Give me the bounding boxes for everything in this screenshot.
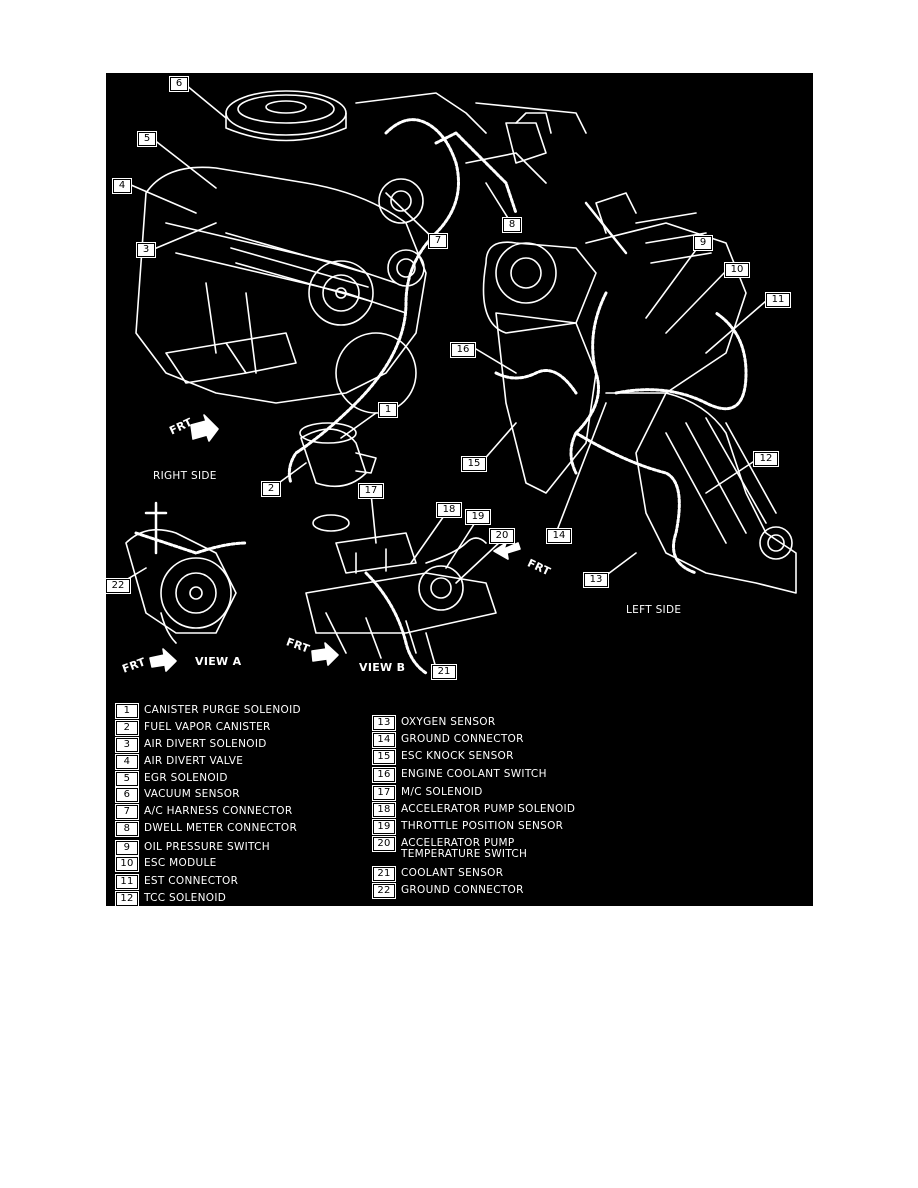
legend-number: 19 [372,819,396,835]
legend-number: 13 [372,715,396,731]
legend-number: 9 [115,840,139,856]
legend-text: DWELL METER CONNECTOR [144,822,298,834]
callout-12: 12 [753,451,779,467]
legend-text-line2: TEMPERATURE SWITCH [401,848,528,860]
callout-2: 2 [261,481,281,497]
legend-number: 16 [372,767,396,783]
legend-text: CANISTER PURGE SOLENOID [144,704,301,716]
callout-5: 5 [137,131,157,147]
legend-text: OXYGEN SENSOR [401,716,496,728]
legend-text: AIR DIVERT VALVE [144,755,244,767]
legend-text: AIR DIVERT SOLENOID [144,738,267,750]
callout-10: 10 [724,262,750,278]
legend-text: ENGINE COOLANT SWITCH [401,768,547,780]
legend-text: EGR SOLENOID [144,772,228,784]
callout-18: 18 [436,502,462,518]
legend-text: M/C SOLENOID [401,786,483,798]
callout-15: 15 [461,456,487,472]
legend-text: TCC SOLENOID [144,892,227,904]
legend-text: GROUND CONNECTOR [401,733,524,745]
legend-text: ESC KNOCK SENSOR [401,750,514,762]
view-a-label: VIEW A [195,655,242,668]
legend-number: 15 [372,749,396,765]
legend-text: EST CONNECTOR [144,875,239,887]
legend-text: GROUND CONNECTOR [401,884,524,896]
callout-4: 4 [112,178,132,194]
legend-number: 14 [372,732,396,748]
callout-3: 3 [136,242,156,258]
legend-text: FUEL VAPOR CANISTER [144,721,271,733]
callout-1: 1 [378,402,398,418]
legend-text: COOLANT SENSOR [401,867,504,879]
engine-illustration [106,84,813,696]
callout-8: 8 [502,217,522,233]
legend-text: THROTTLE POSITION SENSOR [401,820,564,832]
view-b-label: VIEW B [359,661,406,674]
legend-number: 5 [115,771,139,787]
right-side-label: RIGHT SIDE [153,470,217,482]
legend-text: VACUUM SENSOR [144,788,240,800]
legend-number: 8 [115,821,139,837]
legend-number: 4 [115,754,139,770]
legend-number: 17 [372,785,396,801]
legend-text: OIL PRESSURE SWITCH [144,841,270,853]
callout-9: 9 [693,235,713,251]
legend-number: 3 [115,737,139,753]
legend-number: 6 [115,787,139,803]
legend-text: ACCELERATOR PUMP SOLENOID [401,803,576,815]
legend-number: 2 [115,720,139,736]
callout-7: 7 [428,233,448,249]
legend-number: 1 [115,703,139,719]
legend-number: 11 [115,874,139,890]
callout-17: 17 [358,483,384,499]
callout-6: 6 [169,76,189,92]
callout-20: 20 [489,528,515,544]
left-side-label: LEFT SIDE [626,604,682,616]
legend-number: 20 [372,836,396,852]
callout-11: 11 [765,292,791,308]
engine-component-diagram: 6 5 4 3 7 8 9 10 11 16 1 15 2 12 17 18 1… [106,73,813,906]
legend-text: A/C HARNESS CONNECTOR [144,805,293,817]
callout-21: 21 [431,664,457,680]
legend-number: 18 [372,802,396,818]
legend-number: 10 [115,856,139,872]
legend-number: 22 [372,883,396,899]
legend-number: 12 [115,891,139,906]
callout-14: 14 [546,528,572,544]
legend-number: 21 [372,866,396,882]
callout-19: 19 [465,509,491,525]
callout-16: 16 [450,342,476,358]
callout-22: 22 [106,578,131,594]
legend-number: 7 [115,804,139,820]
callout-13: 13 [583,572,609,588]
legend-text: ESC MODULE [144,857,217,869]
legend-text: ACCELERATOR PUMP [401,837,515,849]
